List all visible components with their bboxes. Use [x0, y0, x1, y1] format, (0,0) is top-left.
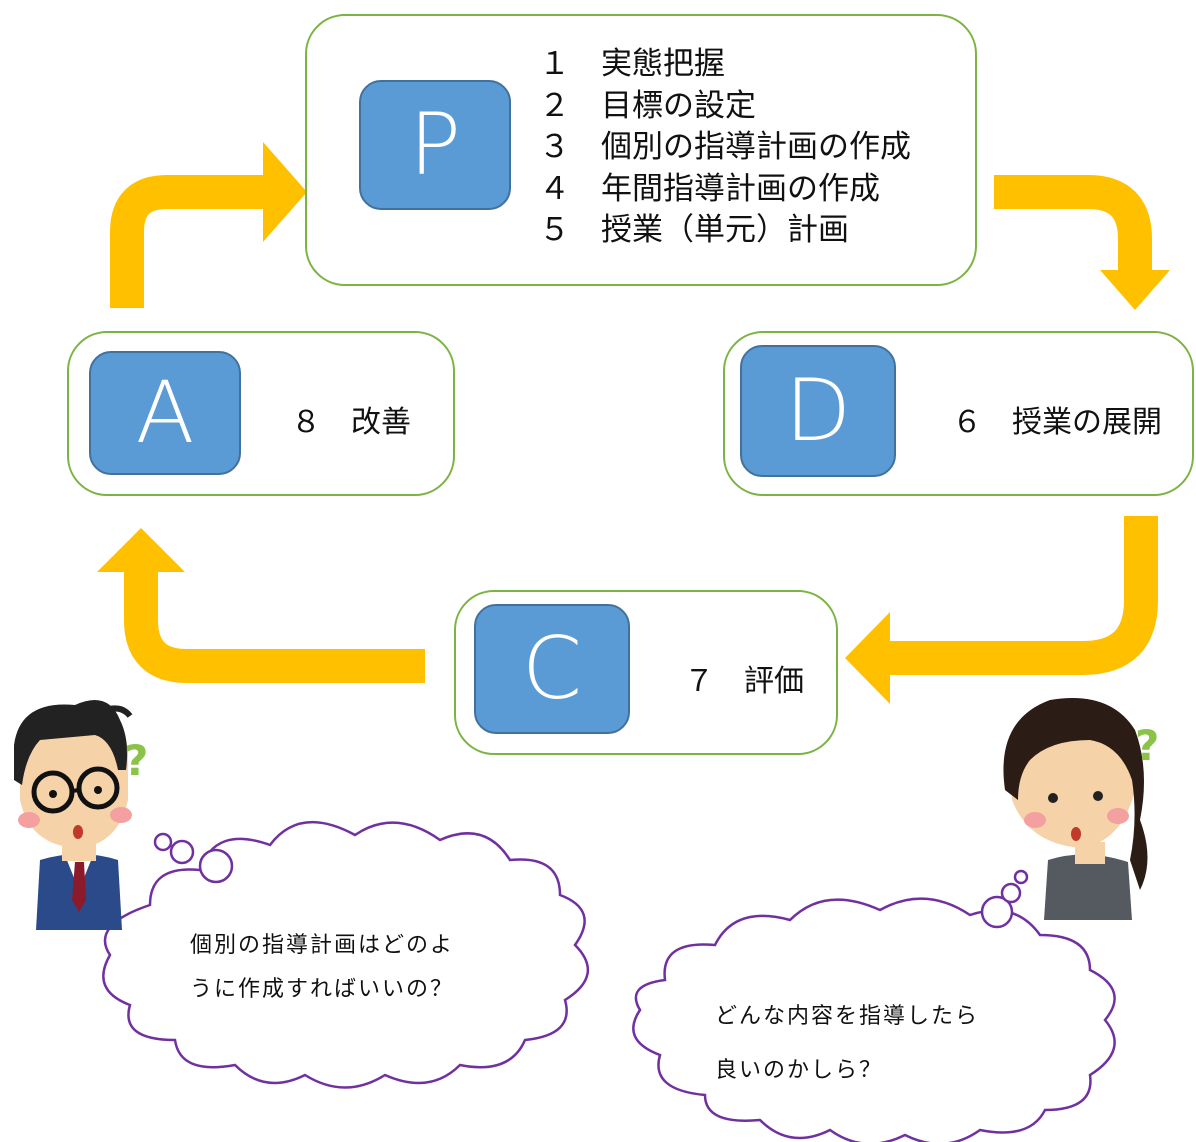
- do-label: ６ 授業の展開: [952, 405, 1162, 440]
- do-box: D ６ 授業の展開: [723, 331, 1194, 496]
- arrow-plan-to-do-head: [1100, 270, 1170, 310]
- svg-text:?: ?: [1135, 721, 1159, 770]
- plan-letter: P: [409, 95, 461, 195]
- svg-text:?: ?: [124, 736, 148, 785]
- do-letter: D: [784, 361, 852, 461]
- act-letter: A: [135, 363, 195, 463]
- man-thought-line: うに作成すればいいの？: [190, 977, 455, 1002]
- woman-thought-text: どんな内容を指導したら 良いのかしら？: [715, 995, 979, 1093]
- plan-step: ３ 個別の指導計画の作成: [539, 129, 911, 165]
- thought-cloud-woman: [632, 869, 1116, 1142]
- woman-thought-line: どんな内容を指導したら: [715, 1004, 980, 1029]
- check-badge: C: [474, 604, 630, 734]
- arrow-act-to-plan: [110, 175, 270, 308]
- plan-step: ５ 授業（単元）計画: [539, 212, 849, 248]
- plan-badge: P: [359, 80, 511, 210]
- plan-steps-list: １ 実態把握 ２ 目標の設定 ３ 個別の指導計画の作成 ４ 年間指導計画の作成 …: [539, 44, 911, 252]
- arrow-plan-to-do: [994, 175, 1152, 272]
- arrow-do-to-check-head: [845, 612, 890, 704]
- plan-step: ４ 年間指導計画の作成: [539, 170, 880, 207]
- man-thought-line: 個別の指導計画はどのよ: [190, 933, 455, 958]
- woman-character-illustration: ?: [1003, 698, 1159, 920]
- thought-cloud-man: [102, 820, 590, 1089]
- plan-step: ２ 目標の設定: [539, 87, 756, 124]
- man-thought-text: 個別の指導計画はどのよ うに作成すればいいの？: [190, 924, 454, 1012]
- act-label: ８ 改善: [291, 405, 411, 440]
- arrow-check-to-act-head: [97, 528, 185, 572]
- do-badge: D: [740, 345, 896, 477]
- check-box: C ７ 評価: [454, 590, 838, 755]
- plan-box: P １ 実態把握 ２ 目標の設定 ３ 個別の指導計画の作成 ４ 年間指導計画の作…: [305, 14, 977, 286]
- act-box: A ８ 改善: [67, 331, 455, 496]
- check-label: ７ 評価: [684, 664, 804, 699]
- act-badge: A: [89, 351, 241, 475]
- arrow-do-to-check: [884, 516, 1158, 675]
- man-character-illustration: ?: [14, 700, 148, 930]
- arrow-check-to-act: [124, 570, 425, 683]
- arrow-act-to-plan-head: [263, 142, 307, 242]
- woman-thought-line: 良いのかしら？: [715, 1058, 884, 1083]
- check-letter: C: [521, 619, 583, 719]
- plan-step: １ 実態把握: [539, 46, 725, 82]
